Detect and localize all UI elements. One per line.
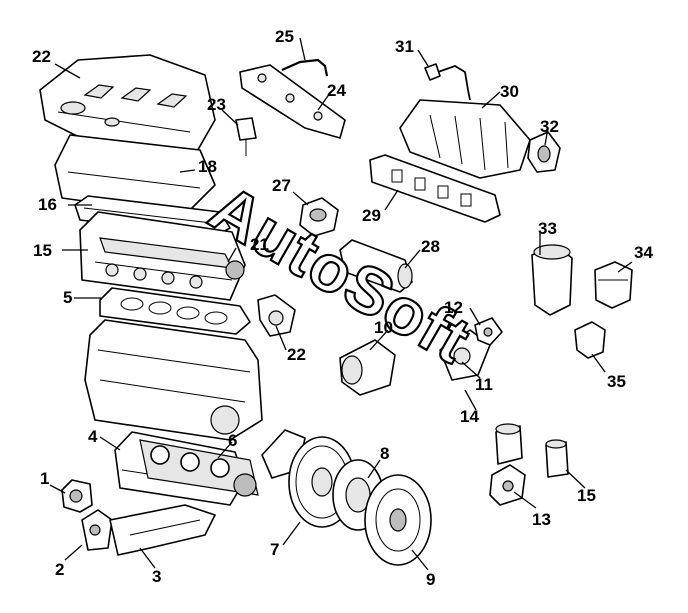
callout-23: 23 (207, 95, 226, 114)
callout-2: 2 (55, 560, 64, 579)
part-3-bracket[interactable] (109, 504, 216, 556)
part-23-sensor[interactable] (235, 117, 257, 156)
callout-18: 16 (38, 195, 57, 214)
callout-7: 7 (270, 540, 279, 559)
part-24-fuel-rail[interactable] (239, 64, 346, 139)
callout-6: 6 (228, 431, 237, 450)
part-35-cap[interactable] (574, 321, 606, 359)
callout-5: 5 (63, 288, 72, 307)
callout-22: 22 (287, 345, 306, 364)
callout-8: 8 (380, 444, 389, 463)
part-11-tensioner[interactable] (439, 329, 491, 381)
part-29-manifold-gasket[interactable] (369, 154, 501, 223)
callout-4: 4 (88, 427, 98, 446)
engine-block[interactable] (84, 319, 263, 441)
part-9-pressure-plate[interactable] (364, 474, 432, 566)
leader-lines (49, 37, 633, 571)
part-25-fuel-pipe[interactable] (281, 58, 329, 77)
callout-27: 27 (272, 176, 291, 195)
part-33-fuel-filter[interactable] (531, 244, 573, 316)
part-6-crankshaft[interactable] (139, 439, 259, 497)
part-27-egr-valve[interactable] (299, 197, 339, 237)
callout-33: 33 (538, 219, 557, 238)
callout-14: 14 (460, 407, 479, 426)
callout-25: 25 (275, 27, 294, 46)
part-34-filter-element[interactable] (594, 261, 633, 309)
callout-12: 12 (444, 298, 463, 317)
callout-30: 30 (500, 82, 519, 101)
callout-35: 35 (607, 372, 626, 391)
part-20-engine-cover[interactable] (39, 54, 216, 161)
part-12-idler[interactable] (474, 317, 503, 346)
callout-10: 10 (374, 318, 393, 337)
callout-15: 15 (577, 486, 596, 505)
callout-32: 32 (540, 117, 559, 136)
part-22-pump[interactable] (257, 294, 296, 337)
part-19-cam-cover[interactable] (54, 134, 216, 216)
part-13-filter-housing[interactable] (489, 464, 526, 506)
callout-numbers: 22 18 16 15 5 21 22 23 24 25 27 28 29 30… (32, 27, 653, 589)
part-28-cooler[interactable] (339, 239, 413, 293)
part-32-throttle-body[interactable] (527, 131, 561, 173)
callout-31: 31 (395, 37, 414, 56)
callout-1: 1 (40, 469, 49, 488)
callout-29: 29 (362, 206, 381, 225)
callout-9: 9 (426, 570, 435, 589)
callout-28: 28 (421, 237, 440, 256)
part-5-head-gasket[interactable] (99, 287, 251, 335)
callout-16: 15 (33, 241, 52, 260)
callout-21: 21 (250, 235, 269, 254)
part-15-filter-cartridge[interactable] (545, 439, 569, 478)
callout-3: 3 (152, 567, 161, 586)
callout-13: 13 (532, 510, 551, 529)
part-14-oil-filter[interactable] (495, 423, 523, 465)
callout-24: 24 (327, 81, 346, 100)
part-16-cylinder-head[interactable] (79, 211, 246, 301)
part-10-starter[interactable] (339, 339, 396, 396)
callout-20: 22 (32, 47, 51, 66)
part-1-engine-mount[interactable] (61, 479, 93, 513)
part-2-mount-bracket[interactable] (81, 509, 113, 551)
callout-19: 18 (198, 157, 217, 176)
part-30-intake-manifold[interactable] (399, 99, 531, 179)
part-31-sensor-wire[interactable] (424, 63, 471, 101)
callout-11: 11 (475, 375, 493, 394)
callout-34: 34 (634, 243, 653, 262)
